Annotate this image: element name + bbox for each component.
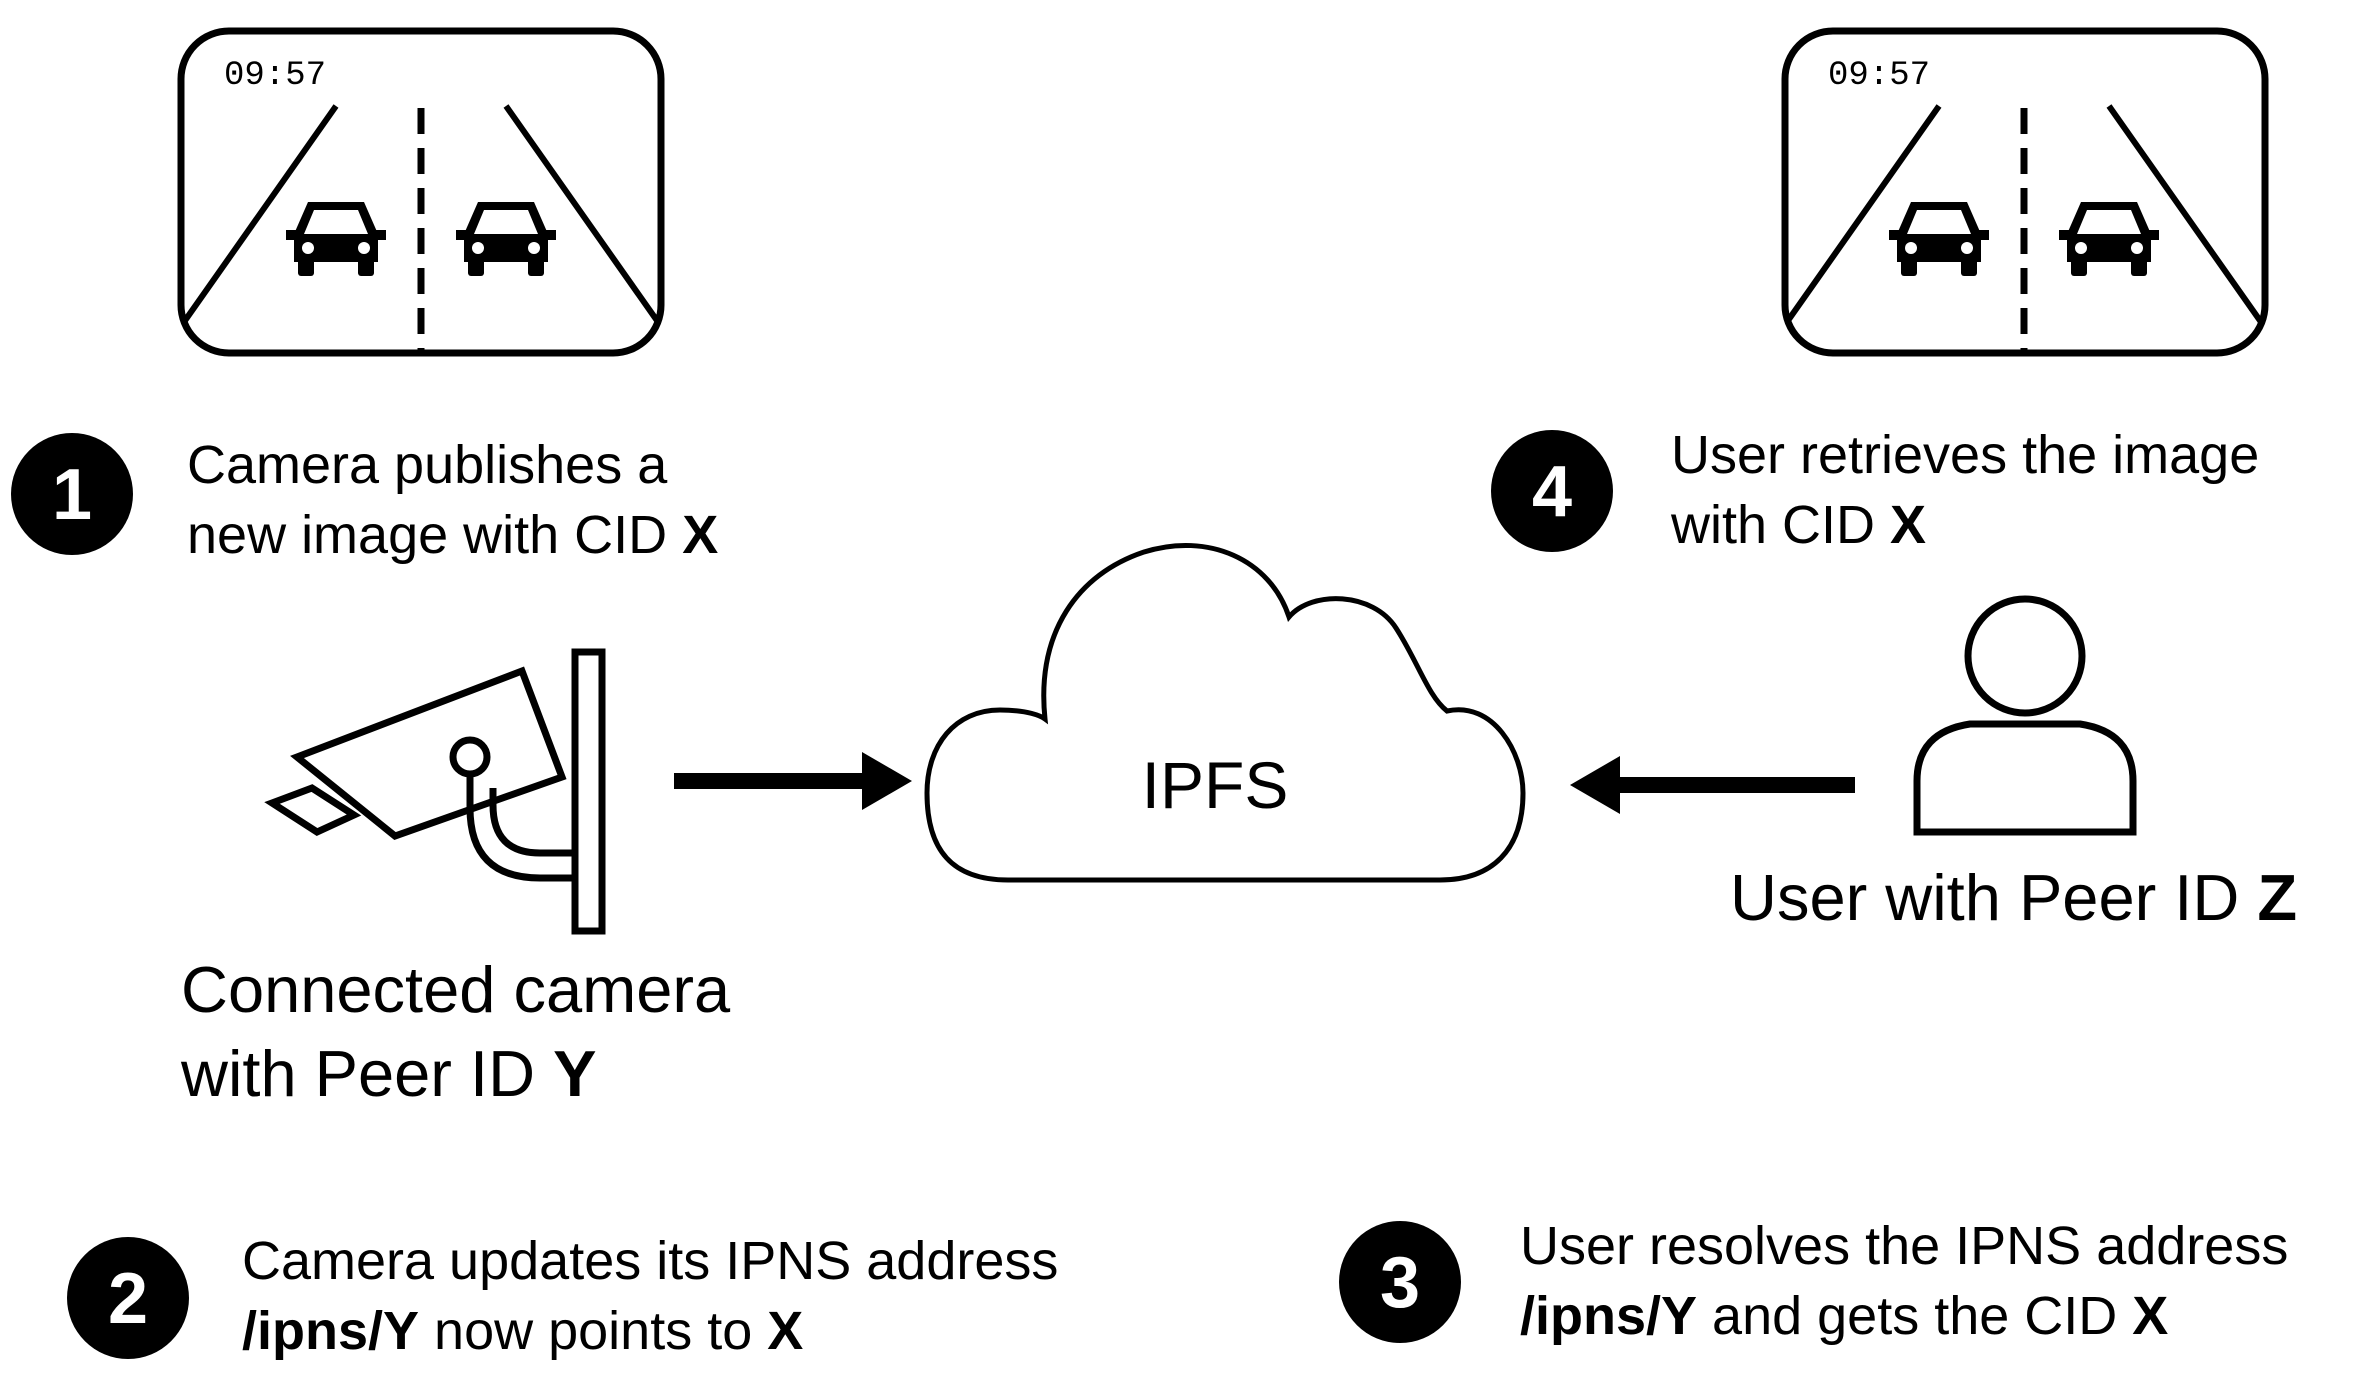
car-icon bbox=[2059, 202, 2159, 276]
step-badge-1: 1 bbox=[11, 433, 133, 555]
user-icon bbox=[1913, 595, 2137, 836]
car-icon bbox=[1889, 202, 1989, 276]
left-camera-screen: 09:57 bbox=[177, 27, 665, 357]
right-camera-screen: 09:57 bbox=[1781, 27, 2269, 357]
car-icon bbox=[456, 202, 556, 276]
left-screen-timestamp: 09:57 bbox=[224, 57, 326, 95]
right-screen-timestamp: 09:57 bbox=[1828, 57, 1930, 95]
svg-text:4: 4 bbox=[1532, 452, 1572, 532]
step-3-text: User resolves the IPNS address /ipns/Y a… bbox=[1520, 1216, 2289, 1346]
svg-text:3: 3 bbox=[1380, 1243, 1420, 1323]
camera-caption: Connected camera with Peer ID Y bbox=[181, 953, 731, 1110]
car-icon bbox=[286, 202, 386, 276]
svg-text:1: 1 bbox=[52, 455, 92, 535]
surveillance-camera-icon bbox=[264, 648, 606, 935]
step-1-text: Camera publishes a new image with CID X bbox=[187, 435, 719, 565]
arrow-to-cloud bbox=[674, 752, 912, 810]
cloud-label: IPFS bbox=[1142, 748, 1289, 822]
step-badge-4: 4 bbox=[1491, 430, 1613, 552]
step-4-text: User retrieves the image with CID X bbox=[1671, 425, 2260, 555]
user-caption: User with Peer ID Z bbox=[1730, 861, 2298, 934]
ipfs-cloud: IPFS bbox=[924, 542, 1526, 883]
step-2-text: Camera updates its IPNS address /ipns/Y … bbox=[242, 1231, 1059, 1361]
step-badge-2: 2 bbox=[67, 1237, 189, 1359]
step-badge-3: 3 bbox=[1339, 1221, 1461, 1343]
svg-text:2: 2 bbox=[108, 1259, 148, 1339]
arrow-from-user bbox=[1570, 756, 1855, 814]
